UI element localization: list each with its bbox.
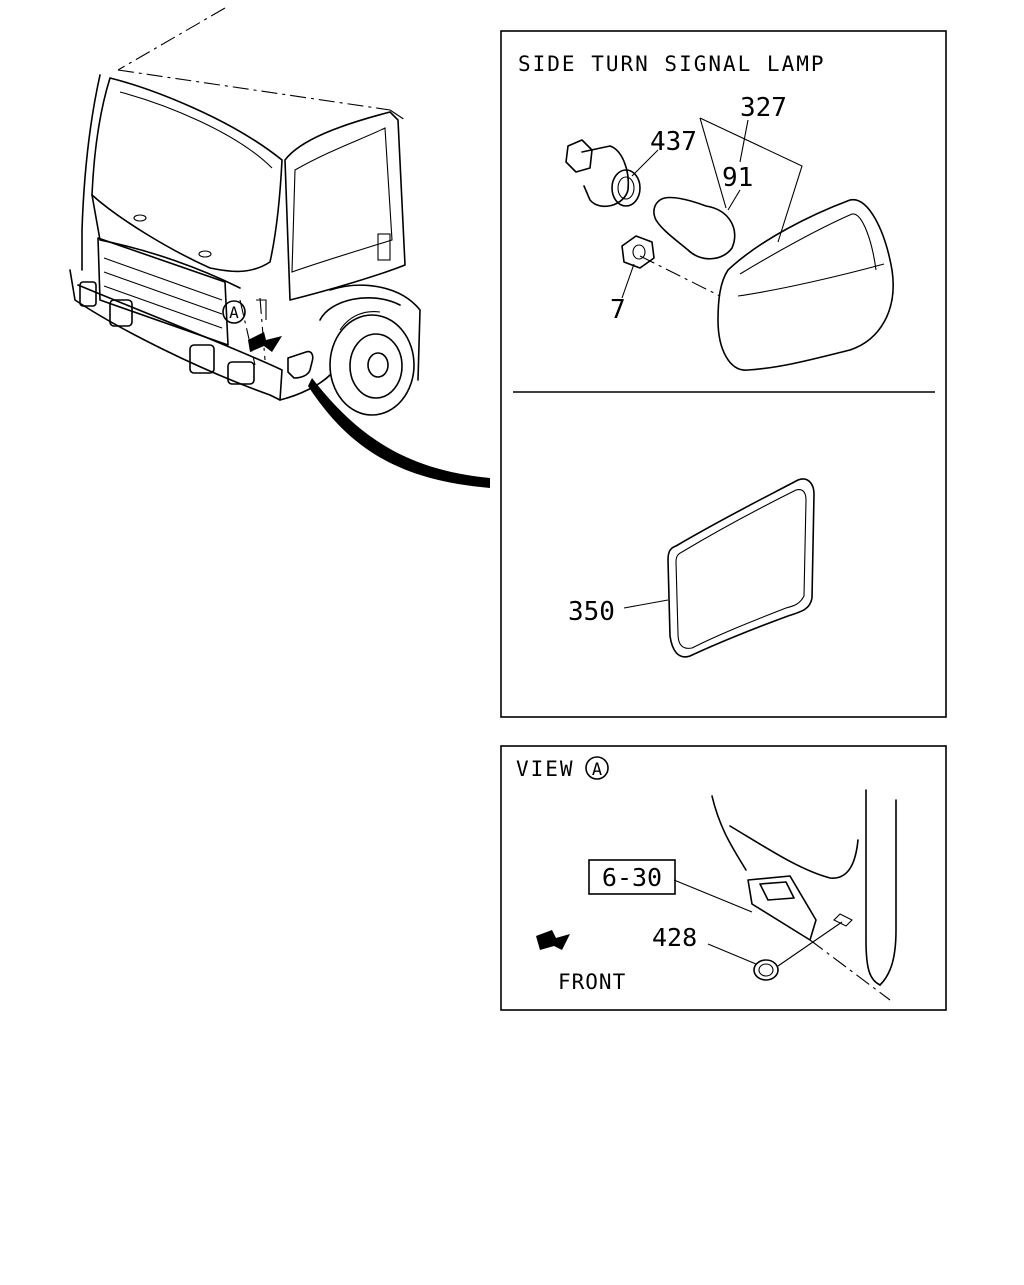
view-title: VIEW	[516, 757, 575, 781]
view-a-letter: A	[229, 303, 239, 322]
panel-title: SIDE TURN SIGNAL LAMP	[518, 52, 826, 76]
callout-327: 327	[740, 93, 787, 123]
arrow-icon	[248, 332, 282, 352]
lens-part	[667, 478, 815, 658]
front-label: FRONT	[558, 970, 626, 994]
ref-box-label: 6-30	[602, 863, 662, 892]
detail-panel-top: SIDE TURN SIGNAL LAMP	[500, 30, 947, 718]
bulb-part	[653, 196, 736, 260]
front-arrow-icon	[536, 930, 570, 950]
truck-cab-illustration: A	[69, 7, 490, 488]
side-lamp-location	[287, 350, 314, 379]
view-a-marker	[222, 300, 246, 324]
ref-box	[588, 859, 676, 895]
view-a-circle	[585, 756, 609, 780]
callout-428: 428	[652, 923, 697, 952]
callout-437: 437	[650, 127, 697, 157]
view-a-circle-letter: A	[592, 760, 602, 780]
callout-91: 91	[722, 163, 753, 193]
callout-350: 350	[568, 597, 615, 627]
lamp-housing-part	[717, 199, 894, 371]
callout-7: 7	[610, 295, 626, 325]
view-a-panel: VIEW A 6-30 428 FRONT	[500, 745, 947, 1011]
grommet-part	[753, 959, 779, 981]
socket-part	[565, 139, 641, 208]
nut-part	[621, 235, 655, 269]
